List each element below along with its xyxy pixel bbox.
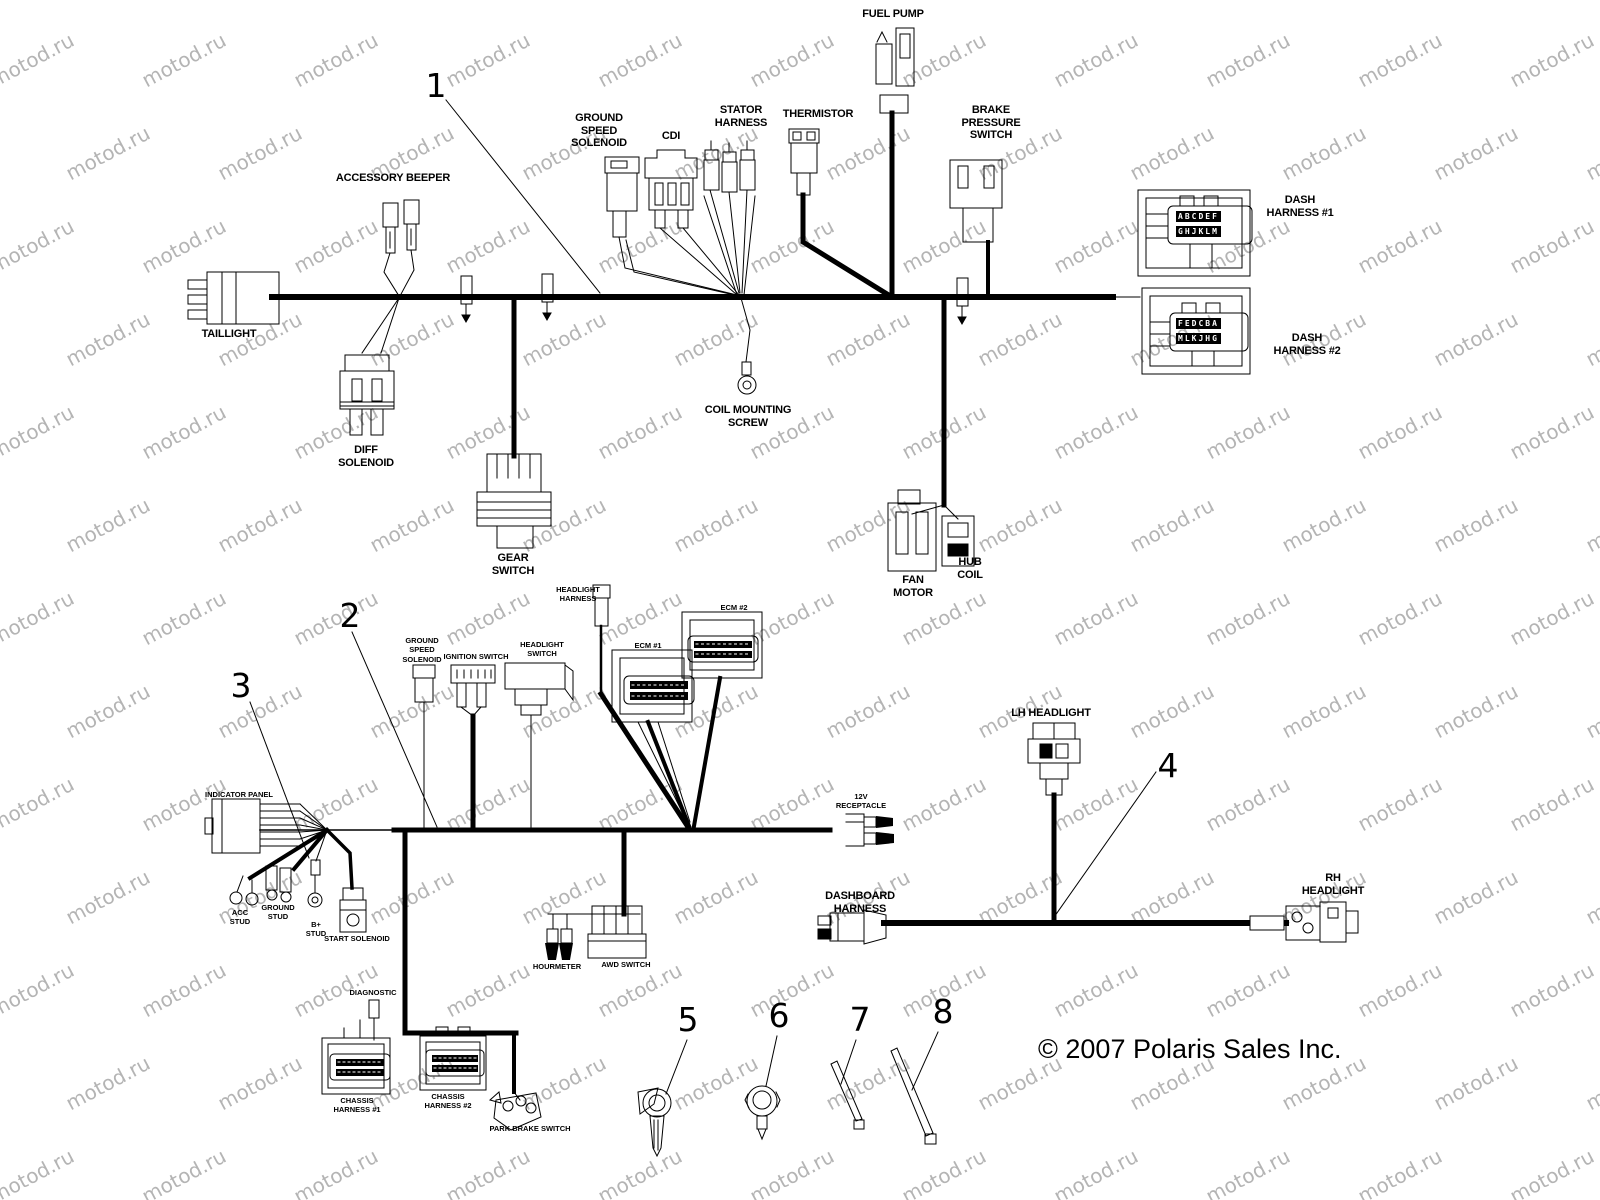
label-lh-headlight: LH HEADLIGHT xyxy=(1011,707,1091,719)
callout-6: 6 xyxy=(768,996,790,1035)
part-7-cable-tie xyxy=(830,1060,865,1130)
inline-connector-3 xyxy=(956,277,969,326)
label-cdi: CDI xyxy=(661,130,681,142)
dash-harness-2-pins-row1: FEDCBA xyxy=(1176,318,1221,329)
receptacle-12v-connector xyxy=(845,813,894,847)
callout-4: 4 xyxy=(1157,746,1179,785)
label-fan-motor: FAN MOTOR xyxy=(893,574,933,599)
label-diagnostic: DIAGNOSTIC xyxy=(349,988,397,997)
diff-solenoid-connector xyxy=(339,297,400,436)
label-accessory-beeper: ACCESSORY BEEPER xyxy=(335,172,451,184)
dash-harness-1-pins-row1: ABCDEF xyxy=(1176,211,1221,222)
acc-stud xyxy=(229,875,259,906)
callout-7: 7 xyxy=(849,1000,871,1039)
park-brake-switch-connector xyxy=(488,1091,542,1131)
fan-motor-hub-coil xyxy=(887,297,975,572)
label-fuel-pump: FUEL PUMP xyxy=(862,8,924,20)
label-park-brake-switch: PARK BRAKE SWITCH xyxy=(489,1124,571,1133)
label-ecm-2: ECM #2 xyxy=(720,603,748,612)
gear-switch-connector xyxy=(476,297,552,549)
copyright-text: © 2007 Polaris Sales Inc. xyxy=(1038,1034,1342,1064)
rh-headlight-connector xyxy=(1249,901,1359,943)
label-headlight-switch: HEADLIGHT SWITCH xyxy=(520,640,564,659)
part-8-cable-tie xyxy=(890,1047,937,1145)
label-12v-receptacle: 12V RECEPTACLE xyxy=(835,792,887,811)
callout-8: 8 xyxy=(932,992,954,1031)
inline-connector-2 xyxy=(541,273,554,322)
label-coil-mounting-screw: COIL MOUNTING SCREW xyxy=(704,404,792,429)
stud-wires xyxy=(247,827,354,890)
label-b-stud: B+ STUD xyxy=(305,920,327,939)
hourmeter-awd-connectors xyxy=(545,829,647,960)
label-taillight: TAILLIGHT xyxy=(201,328,257,340)
callout-5: 5 xyxy=(677,1000,699,1039)
callout-2: 2 xyxy=(339,596,361,635)
label-acc-stud: ACC STUD xyxy=(229,908,251,927)
ignition-switch-connector xyxy=(450,664,496,831)
part-6-fastener xyxy=(744,1085,781,1141)
cdi-connector xyxy=(644,149,740,296)
label-awd-switch: AWD SWITCH xyxy=(601,960,651,969)
label-dash-harness-2: DASH HARNESS #2 xyxy=(1273,332,1341,357)
label-brake-pressure-switch: BRAKE PRESSURE SWITCH xyxy=(961,104,1021,142)
callout-3: 3 xyxy=(230,666,252,705)
inline-connector-1 xyxy=(460,275,473,324)
label-ground-speed-solenoid-mid: GROUND SPEED SOLENOID xyxy=(402,636,442,664)
label-indicator-panel: INDICATOR PANEL xyxy=(205,790,273,799)
ecm-1-connector xyxy=(611,649,695,829)
dash-harness-cluster xyxy=(1112,189,1253,375)
b-plus-stud xyxy=(307,859,323,908)
indicator-panel-connector xyxy=(204,798,328,854)
accessory-beeper-connector xyxy=(382,199,420,297)
thermistor-connector xyxy=(788,128,891,298)
fuel-pump-connector xyxy=(875,27,915,297)
coil-mounting-screw xyxy=(737,297,757,395)
ground-speed-solenoid-mid-connector xyxy=(412,664,436,829)
start-solenoid-connector xyxy=(339,887,367,933)
brake-pressure-switch-connector xyxy=(949,159,1003,296)
chassis-harness-1-connector xyxy=(321,1019,391,1095)
headlight-switch-connector xyxy=(504,662,574,829)
ground-speed-solenoid-top-connector xyxy=(604,156,740,297)
ground-stud xyxy=(265,865,292,903)
label-diff-solenoid: DIFF SOLENOID xyxy=(338,444,394,469)
label-dashboard-harness: DASHBOARD HARNESS xyxy=(825,890,895,915)
dash-harness-1-pins-row2: GHJKLM xyxy=(1176,226,1221,237)
label-rh-headlight: RH HEADLIGHT xyxy=(1301,872,1365,897)
label-stator-harness: STATOR HARNESS xyxy=(714,104,768,129)
label-hub-coil: HUB COIL xyxy=(957,556,983,581)
headlight-harness-connector xyxy=(592,584,692,831)
label-ecm-1: ECM #1 xyxy=(634,641,662,650)
label-ignition-switch: IGNITION SWITCH xyxy=(443,652,509,661)
stator-harness-connector xyxy=(703,140,756,296)
chassis-harness-2-connector xyxy=(419,1026,487,1091)
label-start-solenoid: START SOLENOID xyxy=(324,934,390,943)
label-chassis-harness-1: CHASSIS HARNESS #1 xyxy=(333,1096,381,1115)
label-gear-switch: GEAR SWITCH xyxy=(491,552,535,577)
label-headlight-harness: HEADLIGHT HARNESS xyxy=(556,585,600,604)
callout-leader-lines xyxy=(249,99,1157,1095)
label-thermistor: THERMISTOR xyxy=(782,108,854,120)
label-hourmeter: HOURMETER xyxy=(532,962,582,971)
callout-1: 1 xyxy=(425,66,447,105)
label-chassis-harness-2: CHASSIS HARNESS #2 xyxy=(424,1092,472,1111)
lh-headlight-connector xyxy=(1027,722,1081,923)
taillight-connector xyxy=(187,271,280,325)
part-5-screw xyxy=(637,1087,672,1158)
dash-harness-2-pins-row2: MLKJHG xyxy=(1176,333,1221,344)
label-ground-speed-solenoid-top: GROUND SPEED SOLENOID xyxy=(571,112,627,150)
label-ground-stud: GROUND STUD xyxy=(261,903,295,922)
ecm-2-connector xyxy=(681,611,763,829)
label-dash-harness-1: DASH HARNESS #1 xyxy=(1266,194,1334,219)
dashboard-harness-connector xyxy=(817,909,887,945)
